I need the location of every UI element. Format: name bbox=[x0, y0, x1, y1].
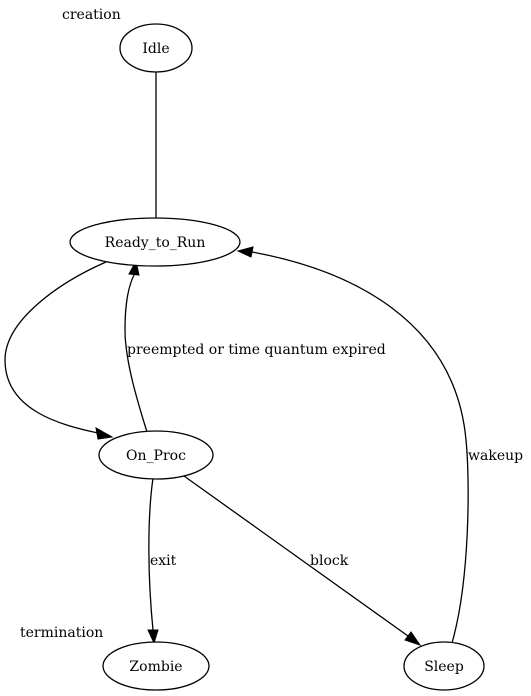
arrowhead-icon bbox=[404, 631, 422, 646]
arrowhead-icon bbox=[95, 427, 114, 440]
edge-label-wakeup: wakeup bbox=[468, 448, 523, 464]
edge-idle-to-ready bbox=[150, 72, 162, 234]
node-ready-to-run-label: Ready_to_Run bbox=[105, 235, 206, 251]
node-sleep: Sleep bbox=[403, 641, 485, 691]
edge-label-block: block bbox=[310, 553, 349, 569]
node-idle-label: Idle bbox=[142, 41, 169, 57]
arrowhead-icon bbox=[236, 246, 254, 258]
edge-label-preempted: preempted or time quantum expired bbox=[127, 342, 386, 358]
node-idle: Idle bbox=[119, 23, 193, 73]
arrowhead-icon bbox=[147, 629, 159, 645]
edge-label-exit: exit bbox=[150, 553, 177, 569]
edge-sleep-to-ready: wakeup bbox=[236, 246, 523, 644]
creation-annotation: creation bbox=[62, 7, 121, 23]
node-zombie: Zombie bbox=[102, 641, 210, 691]
edge-ready-to-onproc bbox=[4, 261, 114, 440]
edge-onproc-to-ready: preempted or time quantum expired bbox=[124, 259, 386, 433]
node-zombie-label: Zombie bbox=[129, 659, 182, 675]
node-on-proc-label: On_Proc bbox=[126, 448, 186, 464]
node-sleep-label: Sleep bbox=[424, 659, 464, 675]
node-on-proc: On_Proc bbox=[98, 430, 214, 480]
edge-onproc-to-sleep: block bbox=[183, 475, 422, 646]
termination-annotation: termination bbox=[20, 625, 103, 641]
edge-onproc-to-zombie: exit bbox=[147, 477, 177, 645]
node-ready-to-run: Ready_to_Run bbox=[69, 217, 241, 267]
